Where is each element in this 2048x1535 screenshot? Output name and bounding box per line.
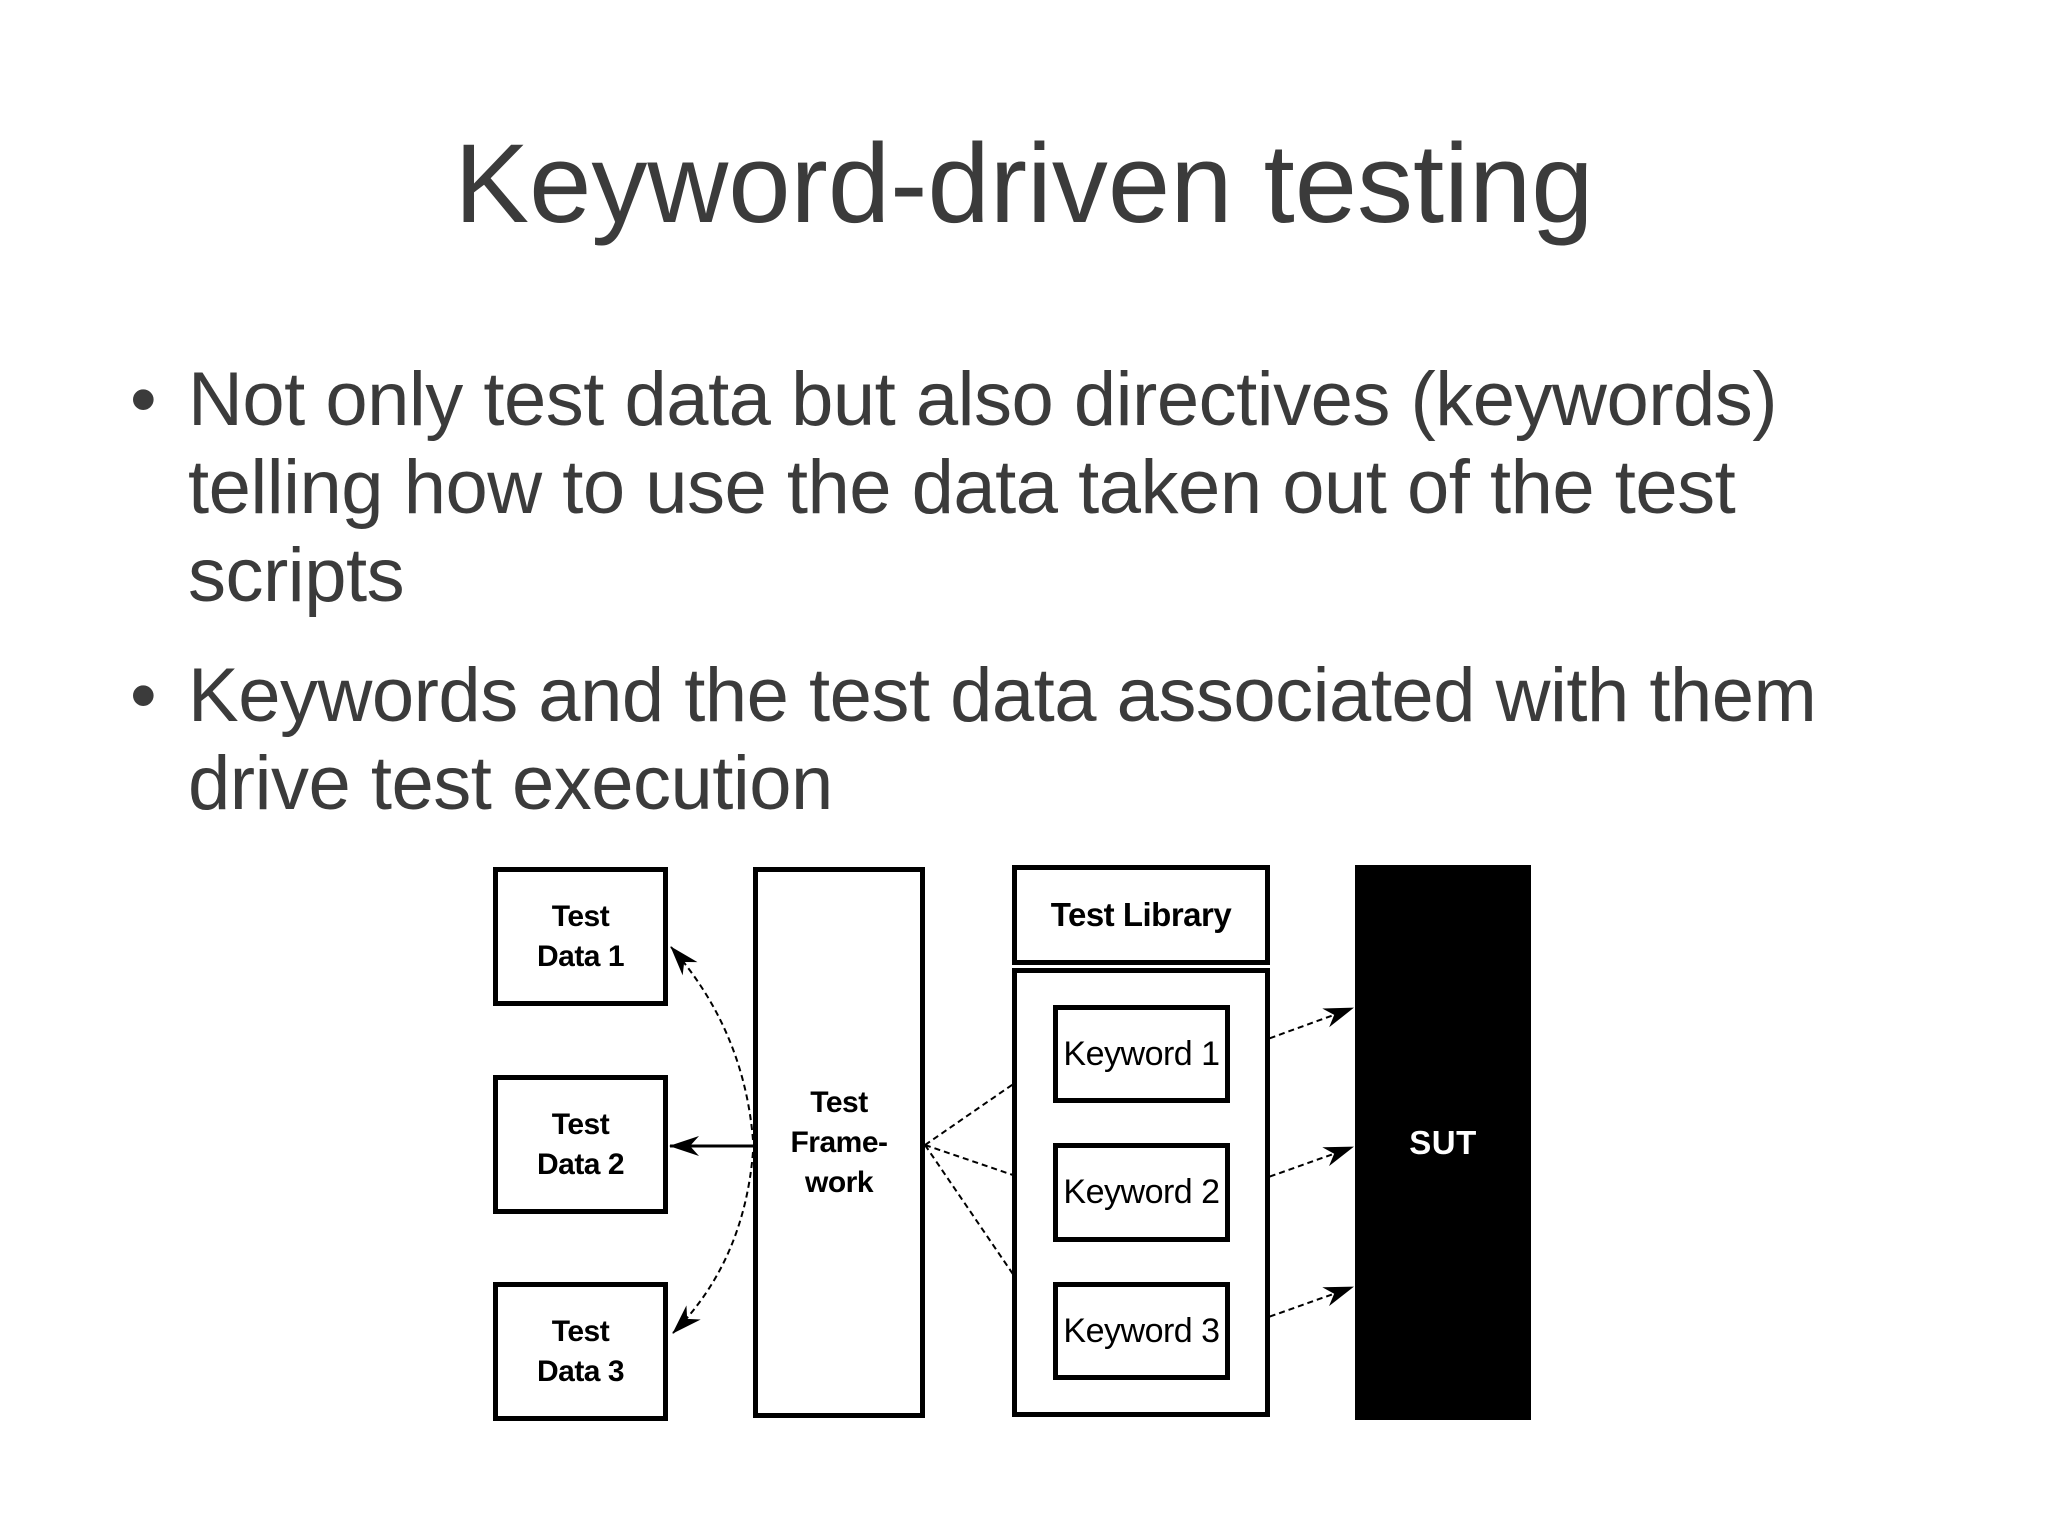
test-framework-label-line: work: [804, 1165, 874, 1199]
keyword-1-label: Keyword 1: [1063, 1034, 1220, 1073]
test-framework-label-line: Test: [810, 1085, 868, 1119]
test-framework-box: Test Frame- work: [753, 867, 925, 1418]
keyword-2-box: Keyword 2: [1053, 1143, 1230, 1242]
test-data-3-label-line: Data 3: [536, 1354, 625, 1388]
bullet-list: • Not only test data but also directives…: [130, 356, 1920, 828]
test-data-3-label-line: Test: [551, 1314, 610, 1348]
sut-box: SUT: [1355, 865, 1531, 1420]
test-framework-label-line: Frame-: [790, 1125, 888, 1159]
bullet-line: telling how to use the data taken out of…: [188, 445, 1736, 530]
test-data-2-label-line: Test: [551, 1107, 610, 1141]
keyword-3-label: Keyword 3: [1063, 1311, 1220, 1350]
keyword-1-box: Keyword 1: [1053, 1005, 1230, 1103]
bullet-line: Keywords and the test data associated wi…: [188, 653, 1817, 738]
bullet-text: Keywords and the test data associated wi…: [188, 652, 1920, 828]
test-data-2-label-line: Data 2: [536, 1147, 625, 1181]
test-data-1-label-line: Test: [551, 899, 610, 933]
keyword-2-label: Keyword 2: [1063, 1173, 1220, 1211]
test-data-2-box: Test Data 2: [493, 1075, 668, 1214]
test-data-1-box: Test Data 1: [493, 867, 668, 1006]
bullet-line: Not only test data but also directives (…: [188, 357, 1778, 442]
bullet-item: • Keywords and the test data associated …: [130, 652, 1920, 828]
arrow-framework-to-test-data-3: [672, 1151, 754, 1334]
bullet-text: Not only test data but also directives (…: [188, 356, 1920, 620]
bullet-dot: •: [130, 357, 157, 442]
bullet-item: • Not only test data but also directives…: [130, 356, 1920, 620]
arrow-framework-to-test-data-1: [670, 946, 754, 1141]
test-data-3-box: Test Data 3: [493, 1282, 668, 1421]
keyword-3-box: Keyword 3: [1053, 1282, 1230, 1380]
test-library-label: Test Library: [1050, 896, 1232, 933]
test-library-header-box: Test Library: [1012, 865, 1270, 965]
slide-title: Keyword-driven testing: [454, 121, 1594, 246]
bullet-dot: •: [130, 653, 157, 738]
test-data-1-label-line: Data 1: [536, 939, 625, 973]
bullet-line: scripts: [188, 533, 405, 618]
bullet-line: drive test execution: [188, 741, 833, 826]
sut-label: SUT: [1409, 1123, 1477, 1161]
